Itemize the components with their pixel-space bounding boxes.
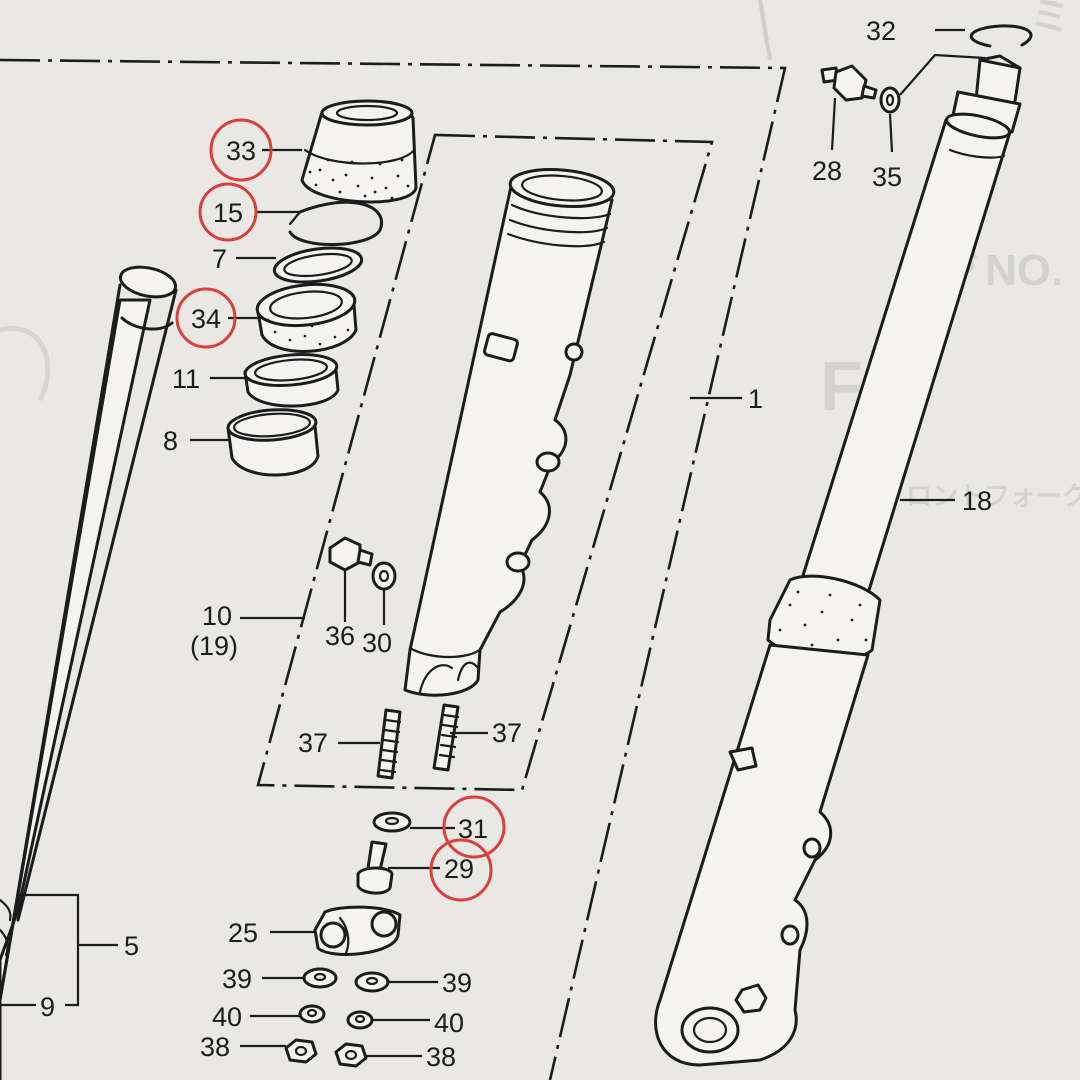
spring-washer-40-left <box>298 1004 326 1024</box>
callout-10: 10 <box>202 601 232 631</box>
ghost-katakana: フロントフォーク <box>880 481 1080 511</box>
slide-bushing-11 <box>243 353 340 408</box>
ghost-stroke <box>758 0 772 61</box>
callout-30: 30 <box>362 628 392 658</box>
callout-7: 7 <box>212 244 227 274</box>
callout-39-left: 39 <box>222 964 252 994</box>
washer-39-right <box>354 971 390 993</box>
callout-28: 28 <box>812 156 842 186</box>
highlight-circle-15 <box>198 182 258 242</box>
callout-40-right: 40 <box>434 1008 464 1038</box>
callout-34: 34 <box>191 304 221 334</box>
dust-seal-33 <box>300 99 418 204</box>
callout-38-right: 38 <box>426 1042 456 1072</box>
callout-5: 5 <box>124 931 139 961</box>
callout-38-left: 38 <box>200 1032 230 1062</box>
highlight-circle-29 <box>429 838 493 902</box>
callout-18: 18 <box>962 486 992 516</box>
callout-36: 36 <box>325 621 355 651</box>
air-valve-28 <box>820 64 878 151</box>
cap-leader <box>899 53 986 96</box>
ghost-curve <box>0 326 51 402</box>
nut-38-right <box>334 1042 368 1068</box>
callout-9: 9 <box>40 992 55 1022</box>
callout-33: 33 <box>226 136 256 166</box>
bolt-29 <box>356 840 394 895</box>
callout-35: 35 <box>872 162 902 192</box>
stud-bolt-37-right <box>432 703 460 772</box>
washer-30 <box>371 561 397 625</box>
oil-seal-34 <box>255 282 358 353</box>
highlight-circle-33 <box>209 118 273 182</box>
callout-37-right: 37 <box>492 718 522 748</box>
nut-38-left <box>284 1038 318 1064</box>
guide-bushing-8 <box>226 408 320 477</box>
callout-39-right: 39 <box>442 968 472 998</box>
callout-25: 25 <box>228 918 258 948</box>
callout-29: 29 <box>444 854 474 884</box>
assembly-frame-inner <box>256 133 714 792</box>
callout-10-sub: (19) <box>190 631 238 661</box>
bolt-36 <box>328 536 374 622</box>
washer-39-left <box>302 967 338 989</box>
stud-bolt-37-left <box>376 708 402 780</box>
callout-37-left: 37 <box>298 728 328 758</box>
callout-11: 11 <box>172 364 200 394</box>
ghost-no-label: NO. <box>985 246 1063 295</box>
stopper-ring-15 <box>288 200 383 247</box>
callout-32: 32 <box>866 16 896 46</box>
circlip-32 <box>935 24 1033 48</box>
highlight-circle-34 <box>175 287 237 349</box>
callout-40-left: 40 <box>212 1002 242 1032</box>
callout-8: 8 <box>163 426 178 456</box>
back-up-ring-7 <box>272 246 364 284</box>
ghost-corner: ミ <box>1030 0 1070 39</box>
spring-washer-40-right <box>346 1010 374 1030</box>
fork-slider-10 <box>403 168 616 697</box>
washer-31 <box>372 811 412 833</box>
assembly-frame-outer <box>0 58 787 1080</box>
axle-holder-25 <box>313 905 402 957</box>
highlight-circle-31 <box>442 795 506 859</box>
o-ring-35 <box>879 86 901 153</box>
inner-tube <box>0 265 178 1080</box>
bracket-5-9 <box>18 893 80 1007</box>
callout-1: 1 <box>748 384 763 414</box>
callout-15: 15 <box>213 198 243 228</box>
front-fork-assembly-18 <box>654 54 1022 1067</box>
